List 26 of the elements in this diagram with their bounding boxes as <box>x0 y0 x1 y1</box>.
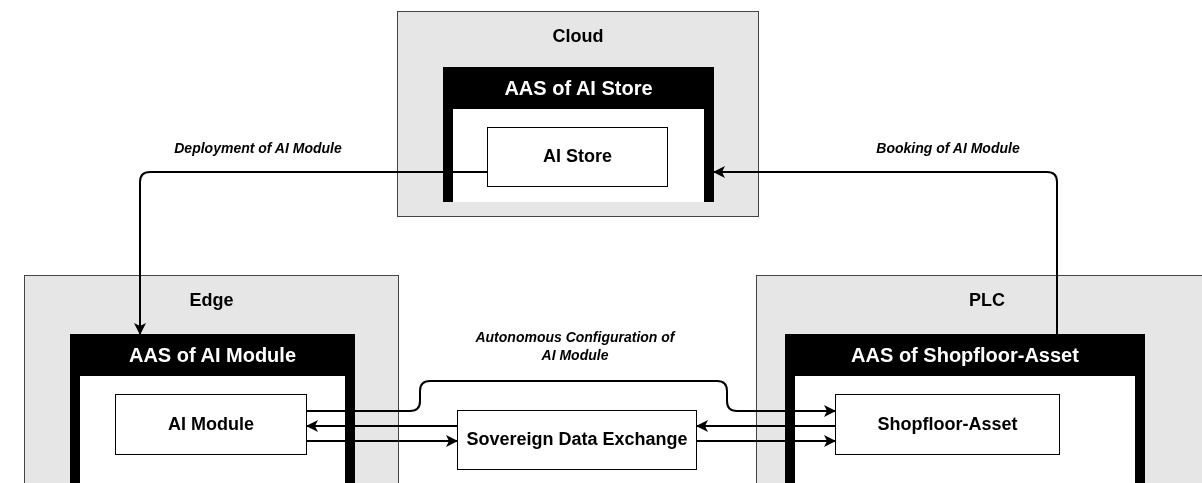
shell-frame <box>785 334 1145 483</box>
arrow <box>306 435 458 447</box>
component-box <box>487 127 668 187</box>
shell-frame <box>443 67 714 202</box>
zone-title: Cloud <box>551 26 605 47</box>
edge-label: Booking of AI Module <box>873 140 1023 158</box>
arrow <box>306 420 458 432</box>
component-label: Sovereign Data Exchange <box>466 429 688 451</box>
component-label: AI Module <box>168 413 254 436</box>
zone-title: Edge <box>188 290 235 311</box>
arrow <box>713 166 1058 335</box>
zone-panel <box>25 276 398 483</box>
arrow <box>134 171 488 335</box>
component-box <box>457 410 697 470</box>
zone-panel <box>757 276 1202 483</box>
component-box <box>115 394 307 455</box>
zone-title: PLC <box>968 290 1006 311</box>
arrow <box>696 435 836 447</box>
component-box <box>835 394 1060 455</box>
component-label: AI Store <box>543 146 612 168</box>
component-label: Shopfloor-Asset <box>877 413 1018 436</box>
arrow <box>306 380 836 417</box>
zone-panel <box>398 12 758 216</box>
edge-label: Deployment of AI Module <box>171 140 345 158</box>
arrow <box>696 420 836 432</box>
shell-frame <box>70 334 355 483</box>
